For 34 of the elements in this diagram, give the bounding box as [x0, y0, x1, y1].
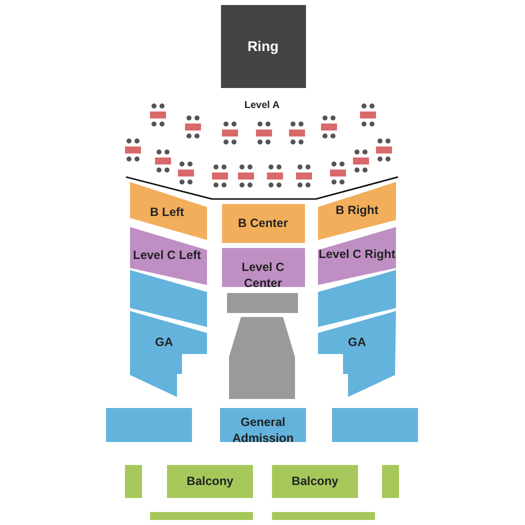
- section-label: GA: [347, 334, 367, 350]
- seating-section: [167, 465, 253, 498]
- section-label: Balcony: [290, 473, 340, 489]
- seating-section: [272, 512, 375, 520]
- seating-section: [272, 465, 358, 498]
- seating-section: [106, 408, 192, 442]
- seating-section: [130, 311, 207, 397]
- section-label: B Right: [334, 202, 380, 218]
- seating-section: [130, 182, 207, 240]
- section-label: GA: [154, 334, 174, 350]
- seating-section: [150, 512, 253, 520]
- seating-section: [332, 408, 418, 442]
- section-label: Level C Left: [132, 247, 202, 263]
- seating-section: [130, 270, 207, 327]
- stage-area: [227, 293, 298, 313]
- section-label: Level C Right: [318, 246, 396, 262]
- seating-section: [220, 408, 306, 442]
- stage-area: [229, 317, 295, 399]
- section-label: Balcony: [186, 473, 234, 489]
- ring-area: [221, 5, 306, 88]
- seating-section: [222, 204, 305, 243]
- seating-section: [318, 270, 396, 327]
- seating-section: [222, 248, 305, 287]
- section-label: General Admission: [231, 414, 295, 446]
- section-label: Level C Center: [240, 259, 286, 291]
- section-label: B Center: [236, 215, 289, 231]
- seating-section: [318, 311, 396, 397]
- seating-section: [318, 182, 396, 240]
- section-label: Ring: [246, 38, 280, 54]
- seating-section: [382, 465, 399, 498]
- section-label: B Left: [149, 204, 185, 220]
- seating-section: [130, 227, 207, 285]
- seating-section: [125, 465, 142, 498]
- level-label: Level A: [243, 99, 281, 113]
